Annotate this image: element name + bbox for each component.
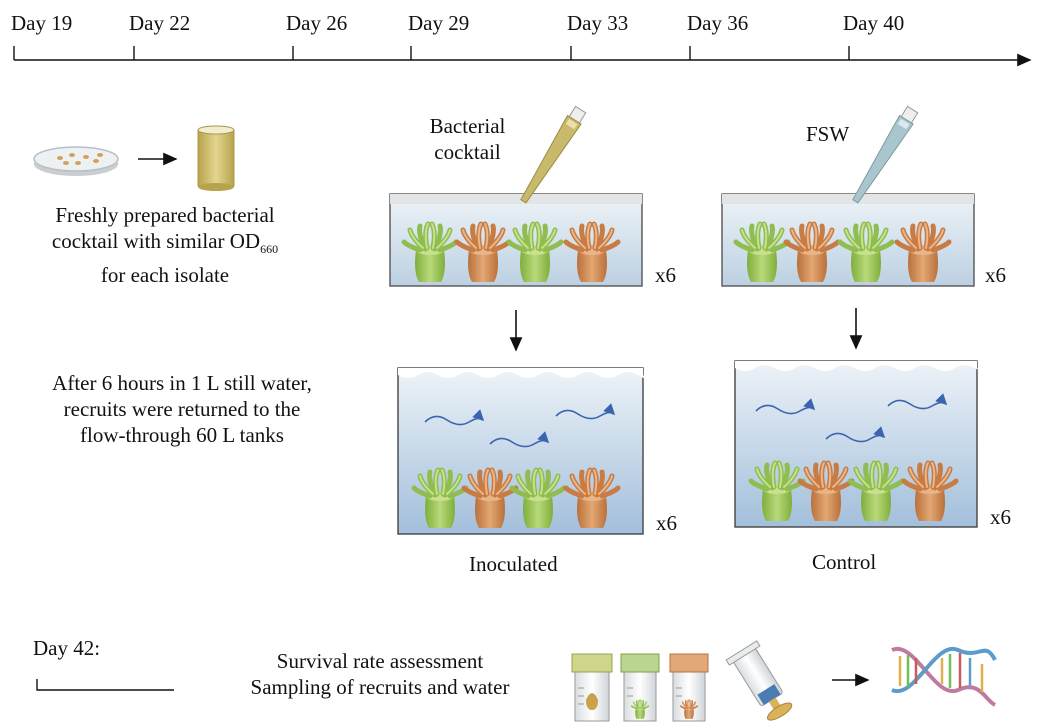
prep-od-text: cocktail with similar OD (51, 229, 261, 253)
syringe-filter-icon (725, 640, 793, 721)
prep-description: Freshly prepared bacterial cocktail with… (20, 202, 310, 288)
inoculated-label: Inoculated (469, 552, 558, 576)
day-label: Day 26 (286, 11, 348, 35)
recovery-line: After 6 hours in 1 L still water, (52, 371, 312, 395)
replicate-label: x6 (656, 511, 677, 535)
label-line: Bacterial (429, 114, 506, 138)
large-tank-control (734, 360, 981, 528)
day42-bracket (36, 679, 174, 691)
day-label: Day 33 (567, 11, 629, 35)
sample-tube-icon (571, 653, 613, 722)
replicate-label: x6 (990, 505, 1011, 529)
final-description: Survival rate assessment Sampling of rec… (210, 648, 550, 700)
prep-line: cocktail with similar OD660 (20, 228, 310, 262)
recovery-line: flow-through 60 L tanks (80, 423, 284, 447)
dna-helix-icon (891, 646, 997, 707)
pipette-fsw-icon (852, 105, 919, 204)
day-label: Day 29 (408, 11, 470, 35)
sample-tube-icon (669, 653, 709, 722)
day-label: Day 19 (11, 11, 73, 35)
day-label: Day 36 (687, 11, 749, 35)
day-label: Day 40 (843, 11, 905, 35)
final-line: Survival rate assessment (276, 649, 484, 673)
sample-tube-icon (620, 653, 660, 722)
large-tank-inoculated (397, 367, 645, 535)
recovery-description: After 6 hours in 1 L still water, recrui… (12, 370, 352, 448)
small-tank-inoculated (389, 193, 643, 287)
day-label: Day 22 (129, 11, 191, 35)
petri-dish-icon (33, 146, 119, 176)
control-label: Control (812, 550, 877, 574)
replicate-label: x6 (985, 263, 1006, 287)
day42-label: Day 42: (33, 636, 101, 660)
bacterial-cocktail-label: Bacterial cocktail (410, 113, 525, 165)
fsw-label: FSW (806, 122, 850, 146)
replicate-label: x6 (655, 263, 676, 287)
culture-jar-icon (197, 125, 235, 191)
pipette-cocktail-icon (520, 105, 587, 204)
small-tank-control (721, 193, 975, 287)
prep-line: for each isolate (100, 263, 230, 287)
recovery-line: recruits were returned to the (63, 397, 301, 421)
prep-line: Freshly prepared bacterial (55, 203, 275, 227)
label-line: cocktail (434, 140, 501, 164)
prep-od-subscript: 660 (260, 242, 279, 256)
final-line: Sampling of recruits and water (250, 675, 510, 699)
timeline (13, 46, 1032, 67)
